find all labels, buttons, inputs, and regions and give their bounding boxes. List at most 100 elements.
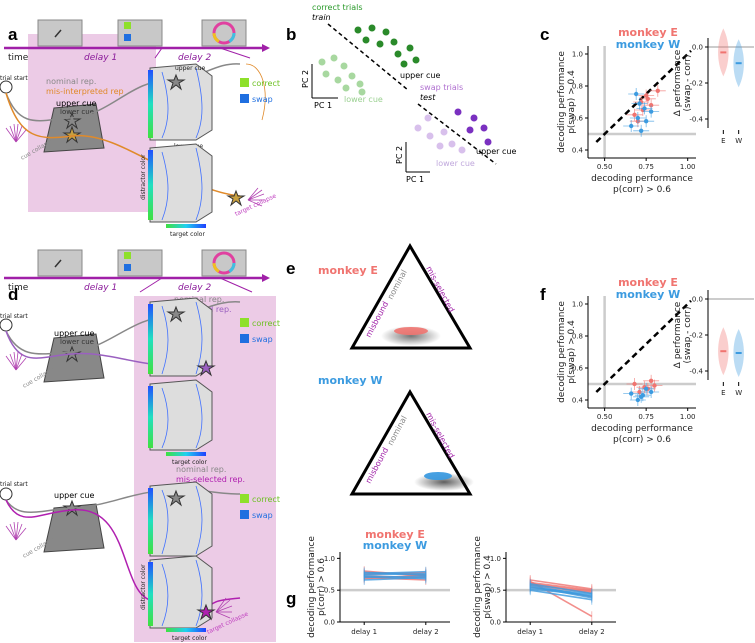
cue-plane-d2: [43, 503, 105, 553]
x-axis-label: p(corr) > 0.6: [613, 435, 671, 445]
y-tick-label: -0.2: [689, 332, 703, 340]
test-label: test: [420, 93, 436, 102]
panel-d: d time delay 1 delay 2 nominal rep. misb…: [0, 249, 280, 642]
data-point: [635, 115, 641, 121]
x-tick-label: delay 1: [351, 628, 377, 636]
x-tick-label: W: [735, 137, 742, 145]
x-tick-label: 0.50: [597, 163, 613, 171]
panel-label-a: a: [8, 25, 18, 44]
delay2-lower-box-d2: target color distractor color: [140, 555, 216, 642]
legend-monkey-e: monkey E: [365, 528, 425, 541]
y-tick-label: 0.0: [490, 619, 501, 627]
panel-label-c: c: [540, 25, 549, 44]
upper-cue-cluster-test: [454, 108, 492, 146]
data-point: [629, 391, 634, 396]
session-line: [530, 581, 592, 591]
trial-start-node-d1: [0, 318, 13, 332]
y-tick-label: 0.6: [572, 365, 584, 373]
misinterpreted-rep-label: mis-interpreted rep: [46, 87, 124, 96]
x-tick-label: E: [721, 137, 725, 145]
x-tick-label: 1.00: [680, 163, 696, 171]
y-axis-label: p(swap) > 0.4: [567, 320, 577, 384]
lower-cue-cluster-test: [414, 114, 466, 154]
panel-label-f: f: [540, 285, 546, 304]
nominal-rep-label-d1: nominal rep.: [174, 295, 224, 304]
upper-cue-label: upper cue: [56, 99, 96, 108]
lower-cue-cluster-train: [318, 54, 366, 96]
simplex-e: [349, 243, 473, 350]
data-point: [638, 128, 644, 133]
y-tick-label: -0.2: [689, 80, 703, 88]
y-axis-label: Δ performance: [673, 49, 683, 116]
data-point: [640, 393, 646, 398]
target-color-label: target color: [170, 231, 205, 238]
y-tick-label: 0.5: [490, 587, 501, 595]
test-boundary: [417, 103, 497, 165]
panel-label-g: g: [286, 589, 296, 608]
session-line: [530, 586, 592, 595]
correct-label-d1: correct: [252, 319, 280, 328]
swap-trials-label: swap trials: [420, 83, 463, 92]
x-tick-label: delay 1: [517, 628, 543, 636]
data-point: [633, 91, 639, 97]
correct-swatch: [240, 78, 249, 87]
swap-label: swap: [252, 95, 273, 104]
upper-cue-label-d1: upper cue: [54, 329, 94, 338]
data-point: [642, 106, 647, 111]
y-axis-label: (swap - corr): [683, 55, 693, 112]
lower-cue-label: lower cue: [60, 108, 94, 116]
x-axis-label: decoding performance: [591, 174, 693, 184]
trial-start-label-d1: trial start: [0, 313, 28, 320]
y-tick-label: -0.4: [689, 116, 703, 124]
y-axis-label: decoding performance: [307, 536, 317, 638]
panel-label-b: b: [286, 25, 296, 44]
data-point: [648, 109, 654, 114]
y-tick-label: 1.0: [572, 51, 583, 59]
density-blob-w: [424, 472, 452, 480]
session-line: [530, 589, 592, 601]
y-tick-label: 0.0: [692, 44, 703, 52]
density-blob-e: [394, 327, 428, 335]
upper-cue-small: upper cue: [175, 65, 206, 72]
data-point: [648, 389, 654, 395]
pc1-test-label: PC 1: [406, 175, 424, 184]
distractor-color-label-d2: distractor color: [140, 564, 147, 610]
x-axis-label: p(corr) > 0.6: [613, 185, 671, 195]
y-tick-label: 0.6: [572, 115, 584, 123]
y-axis-label: decoding performance: [557, 51, 567, 153]
x-tick-label: 0.75: [638, 163, 654, 171]
monkey-w-label-e: monkey W: [318, 374, 382, 387]
delay2-label-d: delay 2: [178, 283, 211, 293]
y-tick-label: 0.8: [572, 333, 583, 341]
x-tick-label: 0.50: [597, 413, 613, 421]
y-axis-label: p(corr) > 0.6: [317, 558, 327, 616]
trial-start-node-d2: [0, 487, 13, 501]
data-point: [643, 119, 649, 124]
trial-start-label: trial start: [0, 75, 28, 82]
upper-cue-test-label: upper cue: [476, 147, 516, 156]
x-tick-label: E: [721, 389, 725, 397]
data-point: [629, 123, 634, 129]
y-tick-label: 0.5: [324, 587, 335, 595]
data-point: [643, 386, 649, 391]
x-tick-label: delay 2: [579, 628, 605, 636]
y-tick-label: 0.0: [692, 296, 703, 304]
delay2-upper-box-d1: [148, 297, 216, 377]
y-tick-label: 0.8: [572, 83, 583, 91]
legend-monkey-e: monkey E: [618, 26, 678, 39]
simplex-w: [349, 389, 473, 496]
delay1-label-d: delay 1: [84, 283, 117, 293]
session-line: [530, 583, 592, 595]
data-point: [648, 378, 654, 383]
y-axis-label: decoding performance: [557, 301, 567, 403]
lower-cue-test-label: lower cue: [436, 159, 475, 168]
lower-cue-label-d1: lower cue: [60, 338, 94, 346]
session-line: [364, 575, 426, 580]
data-point: [632, 112, 637, 118]
y-axis-label: (swap - corr): [683, 307, 693, 364]
monkey-e-label-e: monkey E: [318, 264, 378, 277]
delay2-lower-box-d1: target color: [148, 379, 213, 466]
y-tick-label: 0.4: [572, 147, 584, 155]
data-point: [632, 381, 637, 387]
